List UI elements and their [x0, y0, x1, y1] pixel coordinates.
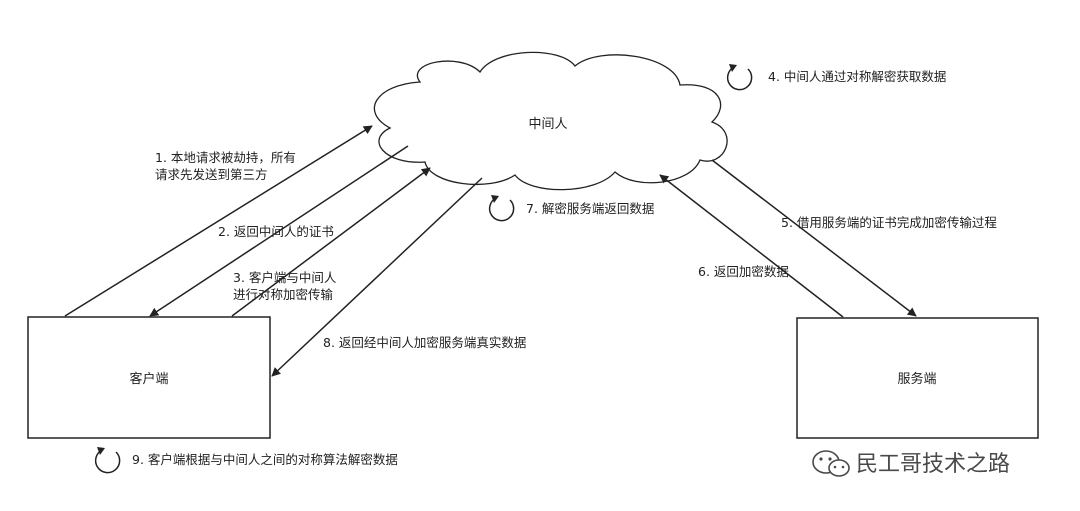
step-7-label: 7. 解密服务端返回数据 — [526, 201, 654, 216]
step-6-label: 6. 返回加密数据 — [698, 264, 789, 279]
client-node: 客户端 — [27, 316, 271, 439]
step-4-label: 4. 中间人通过对称解密获取数据 — [768, 69, 946, 84]
self-loop-icon — [94, 447, 121, 474]
cloud-middleman-node: 中间人 — [373, 51, 728, 191]
client-label: 客户端 — [129, 371, 168, 387]
watermark-text: 民工哥技术之路 — [856, 452, 1010, 477]
cloud-label: 中间人 — [528, 117, 567, 132]
step-3-label-line2: 进行对称加密传输 — [233, 287, 334, 302]
step-1-label-line1: 1. 本地请求被劫持，所有 — [155, 150, 296, 165]
step-5-label: 5. 借用服务端的证书完成加密传输过程 — [781, 215, 997, 230]
self-loop-icon — [488, 195, 515, 222]
step-9-label: 9. 客户端根据与中间人之间的对称算法解密数据 — [132, 452, 398, 467]
arrow-step-3 — [231, 167, 431, 317]
self-loop-icon — [726, 64, 753, 91]
step-2-label: 2. 返回中间人的证书 — [218, 224, 334, 239]
watermark: 民工哥技术之路 — [812, 450, 1010, 477]
server-label: 服务端 — [897, 371, 936, 387]
arrow-step-1 — [64, 125, 373, 317]
arrow-step-5 — [711, 159, 917, 317]
step-1-label-line2: 请求先发送到第三方 — [155, 167, 268, 182]
server-node: 服务端 — [796, 317, 1039, 439]
arrow-step-6 — [659, 174, 844, 318]
arrow-step-2 — [149, 145, 409, 317]
step-3-label-line1: 3. 客户端与中间人 — [233, 270, 337, 285]
wechat-icon — [812, 450, 850, 477]
step-8-label: 8. 返回经中间人加密服务端真实数据 — [323, 335, 526, 350]
arrow-step-8 — [271, 177, 483, 377]
